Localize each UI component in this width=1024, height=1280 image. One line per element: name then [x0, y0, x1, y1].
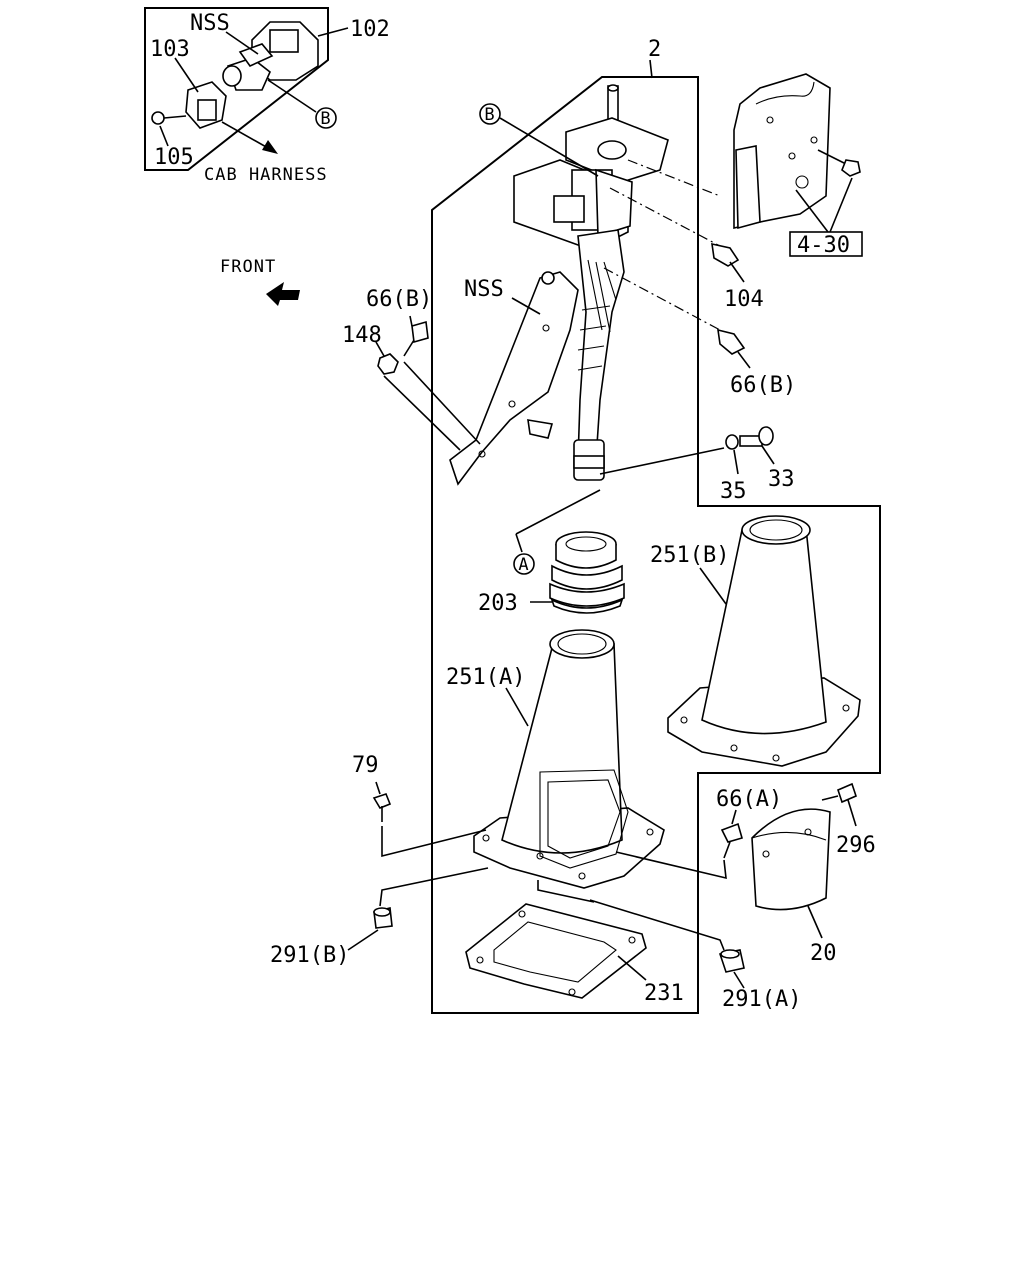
- leader-251b: [699, 567, 727, 605]
- bolt-4-30: [817, 149, 861, 177]
- leader-231: [617, 955, 647, 981]
- ref-b-inset: B: [315, 107, 337, 129]
- cover-20: [751, 808, 831, 911]
- screw-296: [821, 782, 857, 827]
- label-104: 104: [724, 287, 764, 312]
- assembly-frame: [431, 76, 881, 1014]
- washer-35: [725, 434, 739, 475]
- label-33: 33: [768, 467, 795, 492]
- harness-clip-103: [185, 81, 227, 129]
- label-291b: 291(B): [270, 943, 349, 968]
- bolt-104: [609, 187, 745, 283]
- label-66b-top: 66(B): [366, 287, 432, 312]
- screw-66a: [720, 809, 743, 859]
- label-296: 296: [836, 833, 876, 858]
- label-291a: 291(A): [722, 987, 801, 1012]
- leader-20: [807, 905, 823, 939]
- clip-291a: [718, 949, 745, 973]
- leader-nss-main: [511, 297, 541, 315]
- front-arrow-icon: [266, 282, 300, 306]
- label-front: FRONT: [220, 257, 276, 277]
- label-nss-inset: NSS: [190, 11, 230, 36]
- label-66b-right: 66(B): [730, 373, 796, 398]
- nut-148: [375, 341, 399, 375]
- leader-105: [159, 125, 169, 147]
- leader-b-inset: [267, 79, 317, 113]
- bolt-66b-right: [603, 267, 751, 369]
- inset-box: [144, 7, 329, 171]
- leader-291b-mount: [379, 867, 489, 907]
- leader-nss-inset: [225, 31, 259, 55]
- leader-103: [174, 57, 199, 93]
- label-103: 103: [150, 37, 190, 62]
- clip-291b: [373, 907, 393, 929]
- leader-291a-mount: [589, 899, 725, 951]
- leader-ref-a: [515, 489, 601, 535]
- label-148: 148: [342, 323, 382, 348]
- leader-148-mount: [383, 375, 461, 451]
- leader-4-30-b: [829, 177, 853, 233]
- bolt-66b-top: [403, 315, 429, 357]
- leader-4-30-a: [795, 189, 829, 233]
- leader-2: [649, 59, 653, 79]
- label-251b: 251(B): [650, 543, 729, 568]
- screw-105: [151, 111, 187, 125]
- label-box-4-30: [789, 231, 863, 257]
- label-35: 35: [720, 479, 747, 504]
- leader-ref-b-top: [499, 117, 599, 177]
- leader-66a-mount: [615, 851, 727, 880]
- screw-79: [372, 781, 392, 822]
- bolt-33: [739, 426, 775, 465]
- ref-b-top-letter: B: [484, 105, 495, 125]
- ref-a-letter: A: [518, 555, 529, 575]
- label-105: 105: [154, 145, 194, 170]
- label-231: 231: [644, 981, 684, 1006]
- label-2: 2: [648, 37, 661, 62]
- ref-a: A: [513, 553, 535, 575]
- label-79: 79: [352, 753, 379, 778]
- boot-251a: [473, 629, 665, 889]
- leader-79-mount: [381, 826, 487, 858]
- cab-harness-arrow-head: [262, 140, 278, 154]
- leader-291a: [733, 971, 745, 989]
- gasket-231: [465, 903, 647, 999]
- label-20: 20: [810, 941, 837, 966]
- leader-gasket-mount: [537, 880, 595, 903]
- nss-switch-connector: [222, 21, 319, 91]
- label-66a: 66(A): [716, 787, 782, 812]
- label-203: 203: [478, 591, 518, 616]
- cover-panel-4-30: [733, 73, 831, 230]
- label-cab-harness: CAB HARNESS: [204, 165, 328, 185]
- label-4-30: 4-30: [797, 233, 850, 258]
- leader-bolt-33: [599, 447, 725, 475]
- leader-66b-mount: [403, 361, 481, 445]
- leader-ref-a-2: [515, 533, 523, 553]
- label-102: 102: [350, 17, 390, 42]
- label-251a: 251(A): [446, 665, 525, 690]
- leader-102: [317, 27, 349, 37]
- bellows-boot-203: [549, 531, 625, 614]
- boot-251b: [667, 515, 861, 767]
- label-nss-main: NSS: [464, 277, 504, 302]
- ref-b-inset-letter: B: [320, 109, 331, 129]
- leader-251a: [505, 687, 529, 727]
- ref-b-top: B: [479, 103, 501, 125]
- cab-harness-arrow-line: [221, 121, 269, 149]
- leader-291b: [347, 929, 379, 951]
- leader-panel-mount: [627, 159, 721, 197]
- shift-lever-assembly: [449, 84, 669, 486]
